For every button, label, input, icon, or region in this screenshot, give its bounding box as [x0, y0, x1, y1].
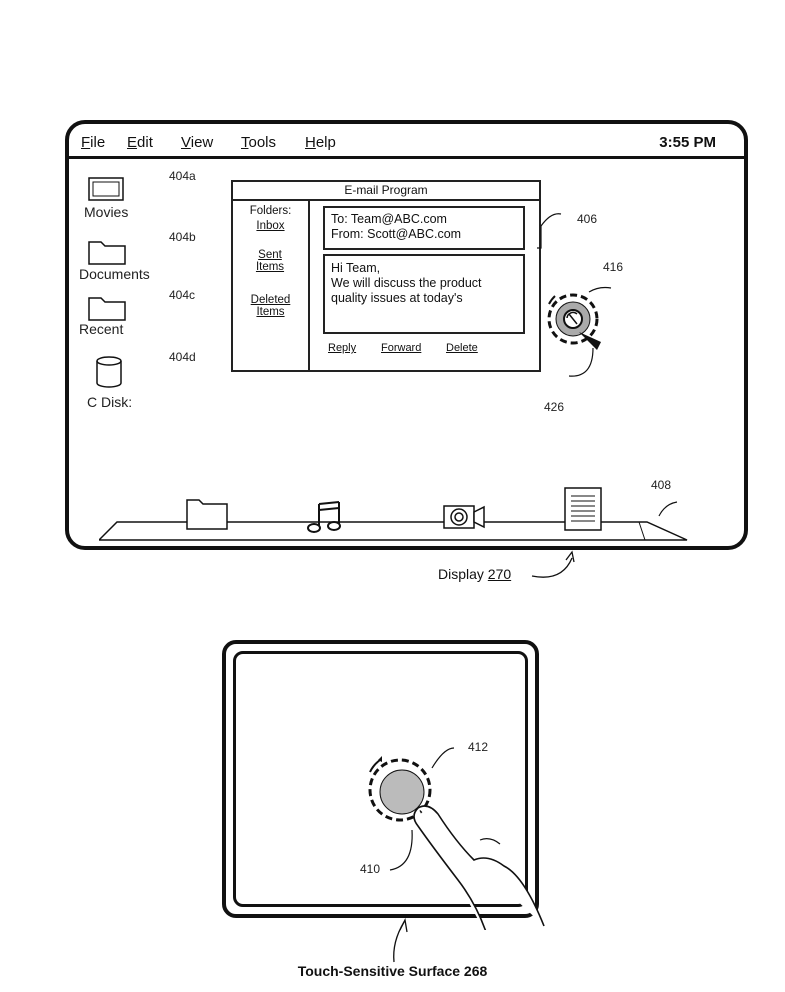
leader-line [537, 213, 562, 249]
folder-sent-items[interactable]: Sent Items [255, 249, 285, 273]
folder-icon [88, 241, 126, 265]
email-to: To: Team@ABC.com [331, 212, 447, 226]
touch-contact-ring [368, 758, 432, 822]
menu-view[interactable]: View [181, 134, 214, 151]
menu-help[interactable]: Help [305, 134, 336, 151]
leader-line [393, 917, 408, 963]
menu-clock: 3:55 PM [659, 134, 716, 151]
leader-line [531, 550, 575, 578]
email-body-line: We will discuss the product [331, 276, 482, 290]
desktop-icon-c-disk[interactable] [91, 354, 127, 395]
email-from: From: Scott@ABC.com [331, 227, 462, 241]
folder-icon[interactable] [186, 499, 228, 530]
folders-label: Folders: [249, 205, 292, 217]
desktop-label-c-disk: C Disk: [87, 394, 133, 410]
folders-pane: Folders: Inbox Sent Items Deleted Items [233, 199, 310, 370]
desktop-label-movies: Movies [84, 204, 129, 220]
desktop-label-recent: Recent [79, 321, 124, 337]
email-window[interactable]: E-mail Program Folders: Inbox Sent Items… [231, 180, 541, 372]
ref-label: 404b [169, 230, 196, 244]
folder-icon [88, 297, 126, 321]
folder-inbox[interactable]: Inbox [256, 220, 285, 232]
disk-icon [96, 356, 122, 388]
desktop-icon-recent[interactable] [87, 292, 127, 327]
cursor-arrow-icon [579, 332, 601, 350]
ref-label: 416 [603, 260, 624, 274]
desktop-icon-movies[interactable] [87, 174, 127, 209]
ref-label: 406 [577, 212, 598, 226]
dock [99, 487, 688, 541]
window-title: E-mail Program [233, 182, 539, 201]
email-body-line: Hi Team, [331, 261, 381, 275]
ref-label: 426 [544, 400, 565, 414]
finger-icon [413, 805, 545, 930]
menu-edit[interactable]: Edit [127, 134, 153, 151]
touch-surface-caption: Touch-Sensitive Surface 268 [297, 963, 488, 979]
delete-link[interactable]: Delete [446, 342, 478, 354]
display-screen: File Edit View Tools Help 3:55 PM Movies… [65, 120, 748, 550]
menu-tools[interactable]: Tools [241, 134, 277, 151]
menu-bar: File Edit View Tools Help 3:55 PM [69, 124, 744, 159]
ref-label: 404a [169, 169, 196, 183]
email-header-box: To: Team@ABC.com From: Scott@ABC.com [323, 206, 525, 250]
rotation-gesture-icon[interactable] [539, 274, 629, 394]
touch-gesture-illustration [368, 747, 545, 930]
reply-link[interactable]: Reply [328, 342, 357, 354]
forward-link[interactable]: Forward [381, 342, 422, 354]
menu-file[interactable]: File [81, 134, 106, 151]
document-icon[interactable] [564, 487, 602, 531]
touch-contact-area [379, 769, 425, 815]
ref-label: 410 [360, 862, 381, 876]
ref-label: 404d [169, 350, 196, 364]
ref-label: 404c [169, 288, 196, 302]
touch-sensitive-surface[interactable] [222, 640, 539, 918]
ref-label: 408 [651, 478, 672, 492]
desktop-label-documents: Documents [79, 266, 150, 282]
email-body-box[interactable]: Hi Team, We will discuss the product qua… [323, 254, 525, 334]
ref-label: 412 [468, 740, 489, 754]
music-icon[interactable] [307, 501, 341, 533]
camera-icon[interactable] [443, 505, 485, 529]
desktop-icon-documents[interactable] [87, 236, 127, 271]
display-caption: Display 270 [438, 566, 512, 582]
email-body-line: quality issues at today's [331, 291, 463, 305]
monitor-icon [88, 177, 124, 201]
touch-surface-inner [233, 651, 528, 907]
folder-deleted-items[interactable]: Deleted Items [250, 294, 291, 318]
